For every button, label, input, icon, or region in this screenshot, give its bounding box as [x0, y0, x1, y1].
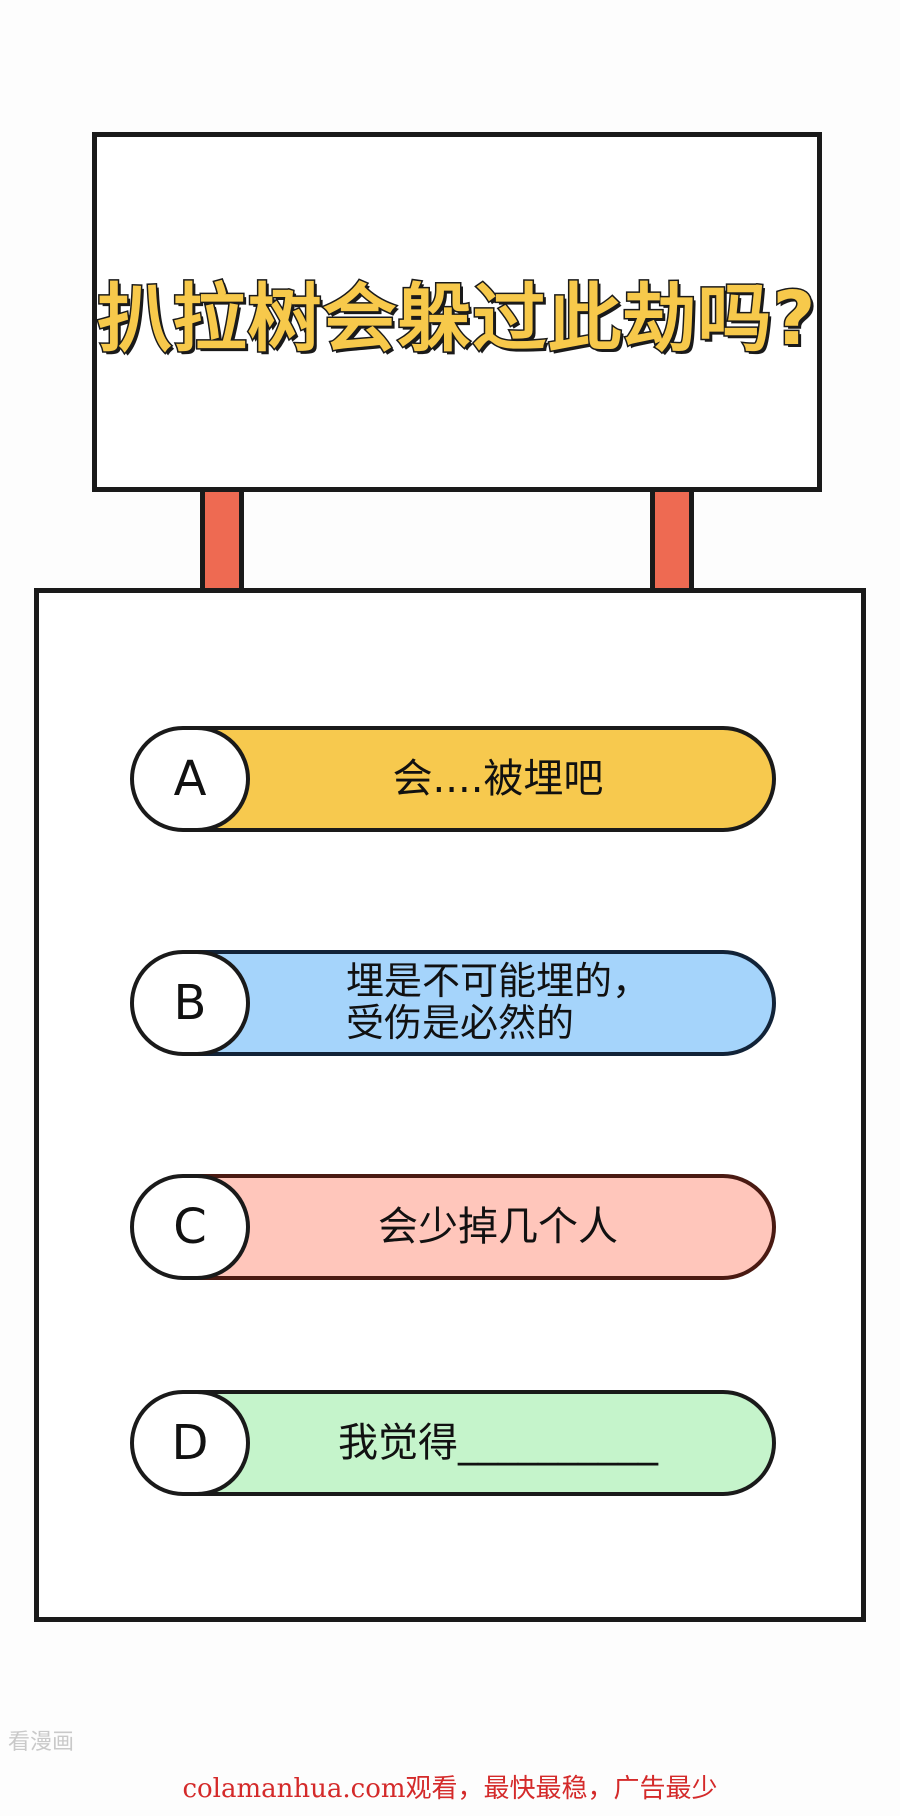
option-a-text: 会....被埋吧 — [392, 756, 604, 802]
watermark-site-text: colamanhua.com观看，最快最稳，广告最少 — [182, 1774, 718, 1804]
option-b-text-line1: 埋是不可能埋的， — [345, 959, 650, 1004]
option-a-pill[interactable]: 会....被埋吧 — [190, 726, 776, 832]
option-b[interactable]: B 埋是不可能埋的， 受伤是必然的 — [130, 950, 776, 1056]
option-b-pill[interactable]: 埋是不可能埋的， 受伤是必然的 — [190, 950, 776, 1056]
sign-post-right — [650, 492, 694, 588]
option-b-text-line2: 受伤是必然的 — [345, 1001, 574, 1045]
option-c-text: 会少掉几个人 — [378, 1204, 618, 1250]
option-b-text: 埋是不可能埋的， 受伤是必然的 — [345, 959, 650, 1045]
option-c-letter: C — [130, 1174, 250, 1280]
option-d-letter: D — [130, 1390, 250, 1496]
watermark-logo: 看漫画 — [8, 1730, 75, 1755]
option-c-pill[interactable]: 会少掉几个人 — [190, 1174, 776, 1280]
option-a[interactable]: A 会....被埋吧 — [130, 726, 776, 832]
question-sign: 扒拉树会躲过此劫吗? — [92, 132, 822, 492]
option-d-pill[interactable]: 我觉得__________ — [190, 1390, 776, 1496]
option-d[interactable]: D 我觉得__________ — [130, 1390, 776, 1496]
question-title: 扒拉树会躲过此劫吗? — [96, 274, 817, 363]
option-b-letter: B — [130, 950, 250, 1056]
option-a-letter: A — [130, 726, 250, 832]
option-c[interactable]: C 会少掉几个人 — [130, 1174, 776, 1280]
option-d-text: 我觉得__________ — [338, 1420, 658, 1466]
sign-post-left — [200, 492, 244, 588]
